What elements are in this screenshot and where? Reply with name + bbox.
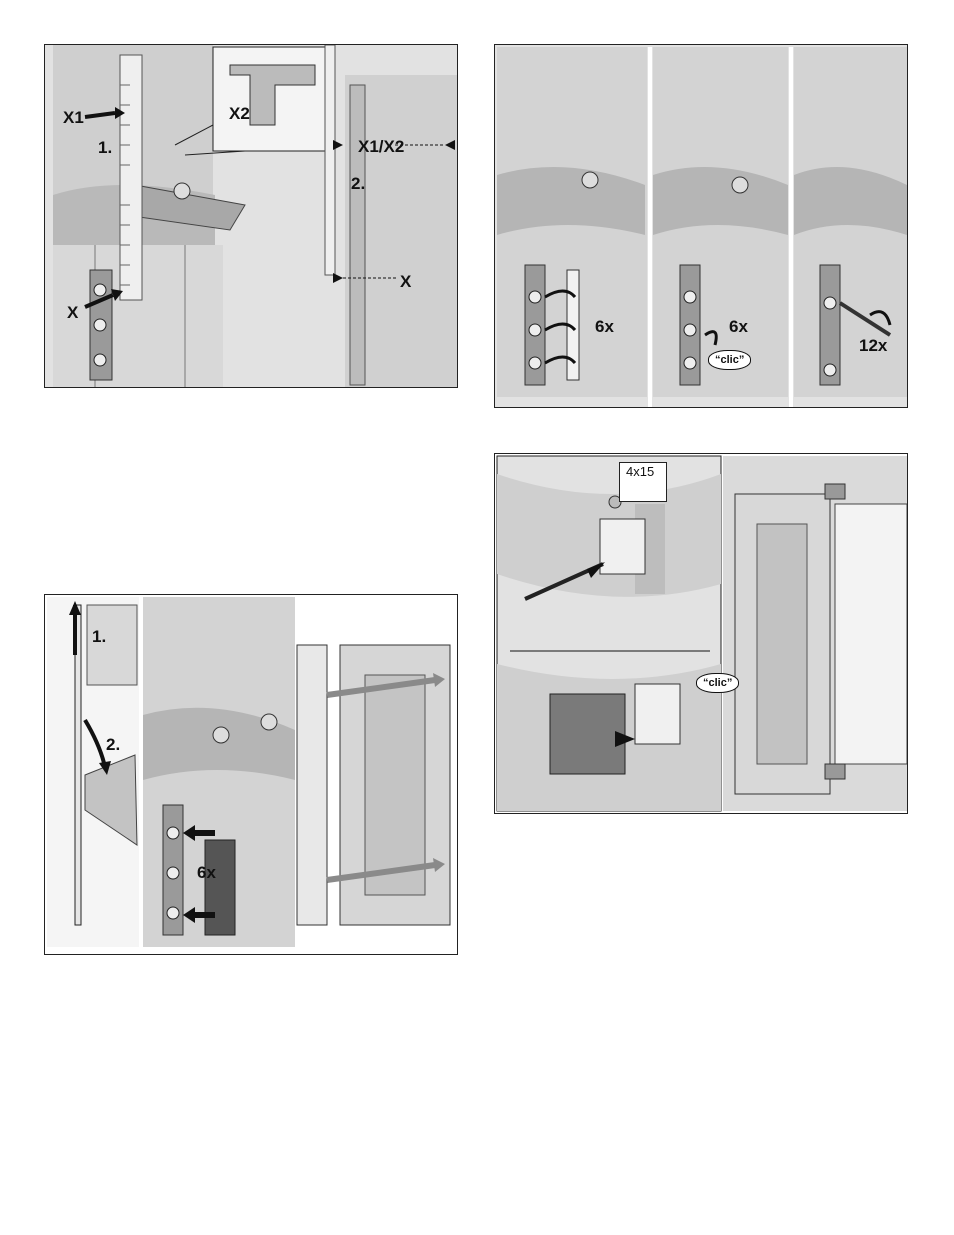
figure-measure-illustration <box>45 45 458 388</box>
figure-measure-height: 1. X1 X2 X X1/X2 2. X <box>44 44 458 388</box>
clip-count-label-a: 6x <box>595 318 614 335</box>
figure-bracket-clips: 6x 6x “clic” 12x <box>494 44 908 408</box>
x-label: X <box>67 304 78 321</box>
clip-count-label-b: 6x <box>729 318 748 335</box>
screw-spec-label: 4x15 <box>626 465 654 478</box>
figure-attach-panel-illustration <box>45 595 458 955</box>
screw-count-label: 12x <box>859 337 887 354</box>
step-2-label: 2. <box>351 175 365 192</box>
figure-bracket-clips-illustration <box>495 45 908 408</box>
sub-panel-c <box>794 47 907 397</box>
clic-sound-label: “clic” <box>708 350 751 370</box>
figure-attach-panel: 1. 2. 6x <box>44 594 458 955</box>
x2-label: X2 <box>229 105 250 122</box>
side-profile <box>47 597 139 947</box>
figure-mount-bracket: 4x15 “clic” <box>494 453 908 814</box>
step-2-label: 2. <box>106 736 120 753</box>
figure-mount-bracket-illustration <box>495 454 908 814</box>
x1-x2-label: X1/X2 <box>358 138 404 155</box>
step-1-label: 1. <box>92 628 106 645</box>
x1-label: X1 <box>63 109 84 126</box>
sub-panel-a <box>497 47 647 397</box>
clic-sound-label: “clic” <box>696 673 739 693</box>
step-1-label: 1. <box>98 139 112 156</box>
x-right-label: X <box>400 273 411 290</box>
sub-panel-b <box>653 47 788 397</box>
screw-count-label: 6x <box>197 864 216 881</box>
